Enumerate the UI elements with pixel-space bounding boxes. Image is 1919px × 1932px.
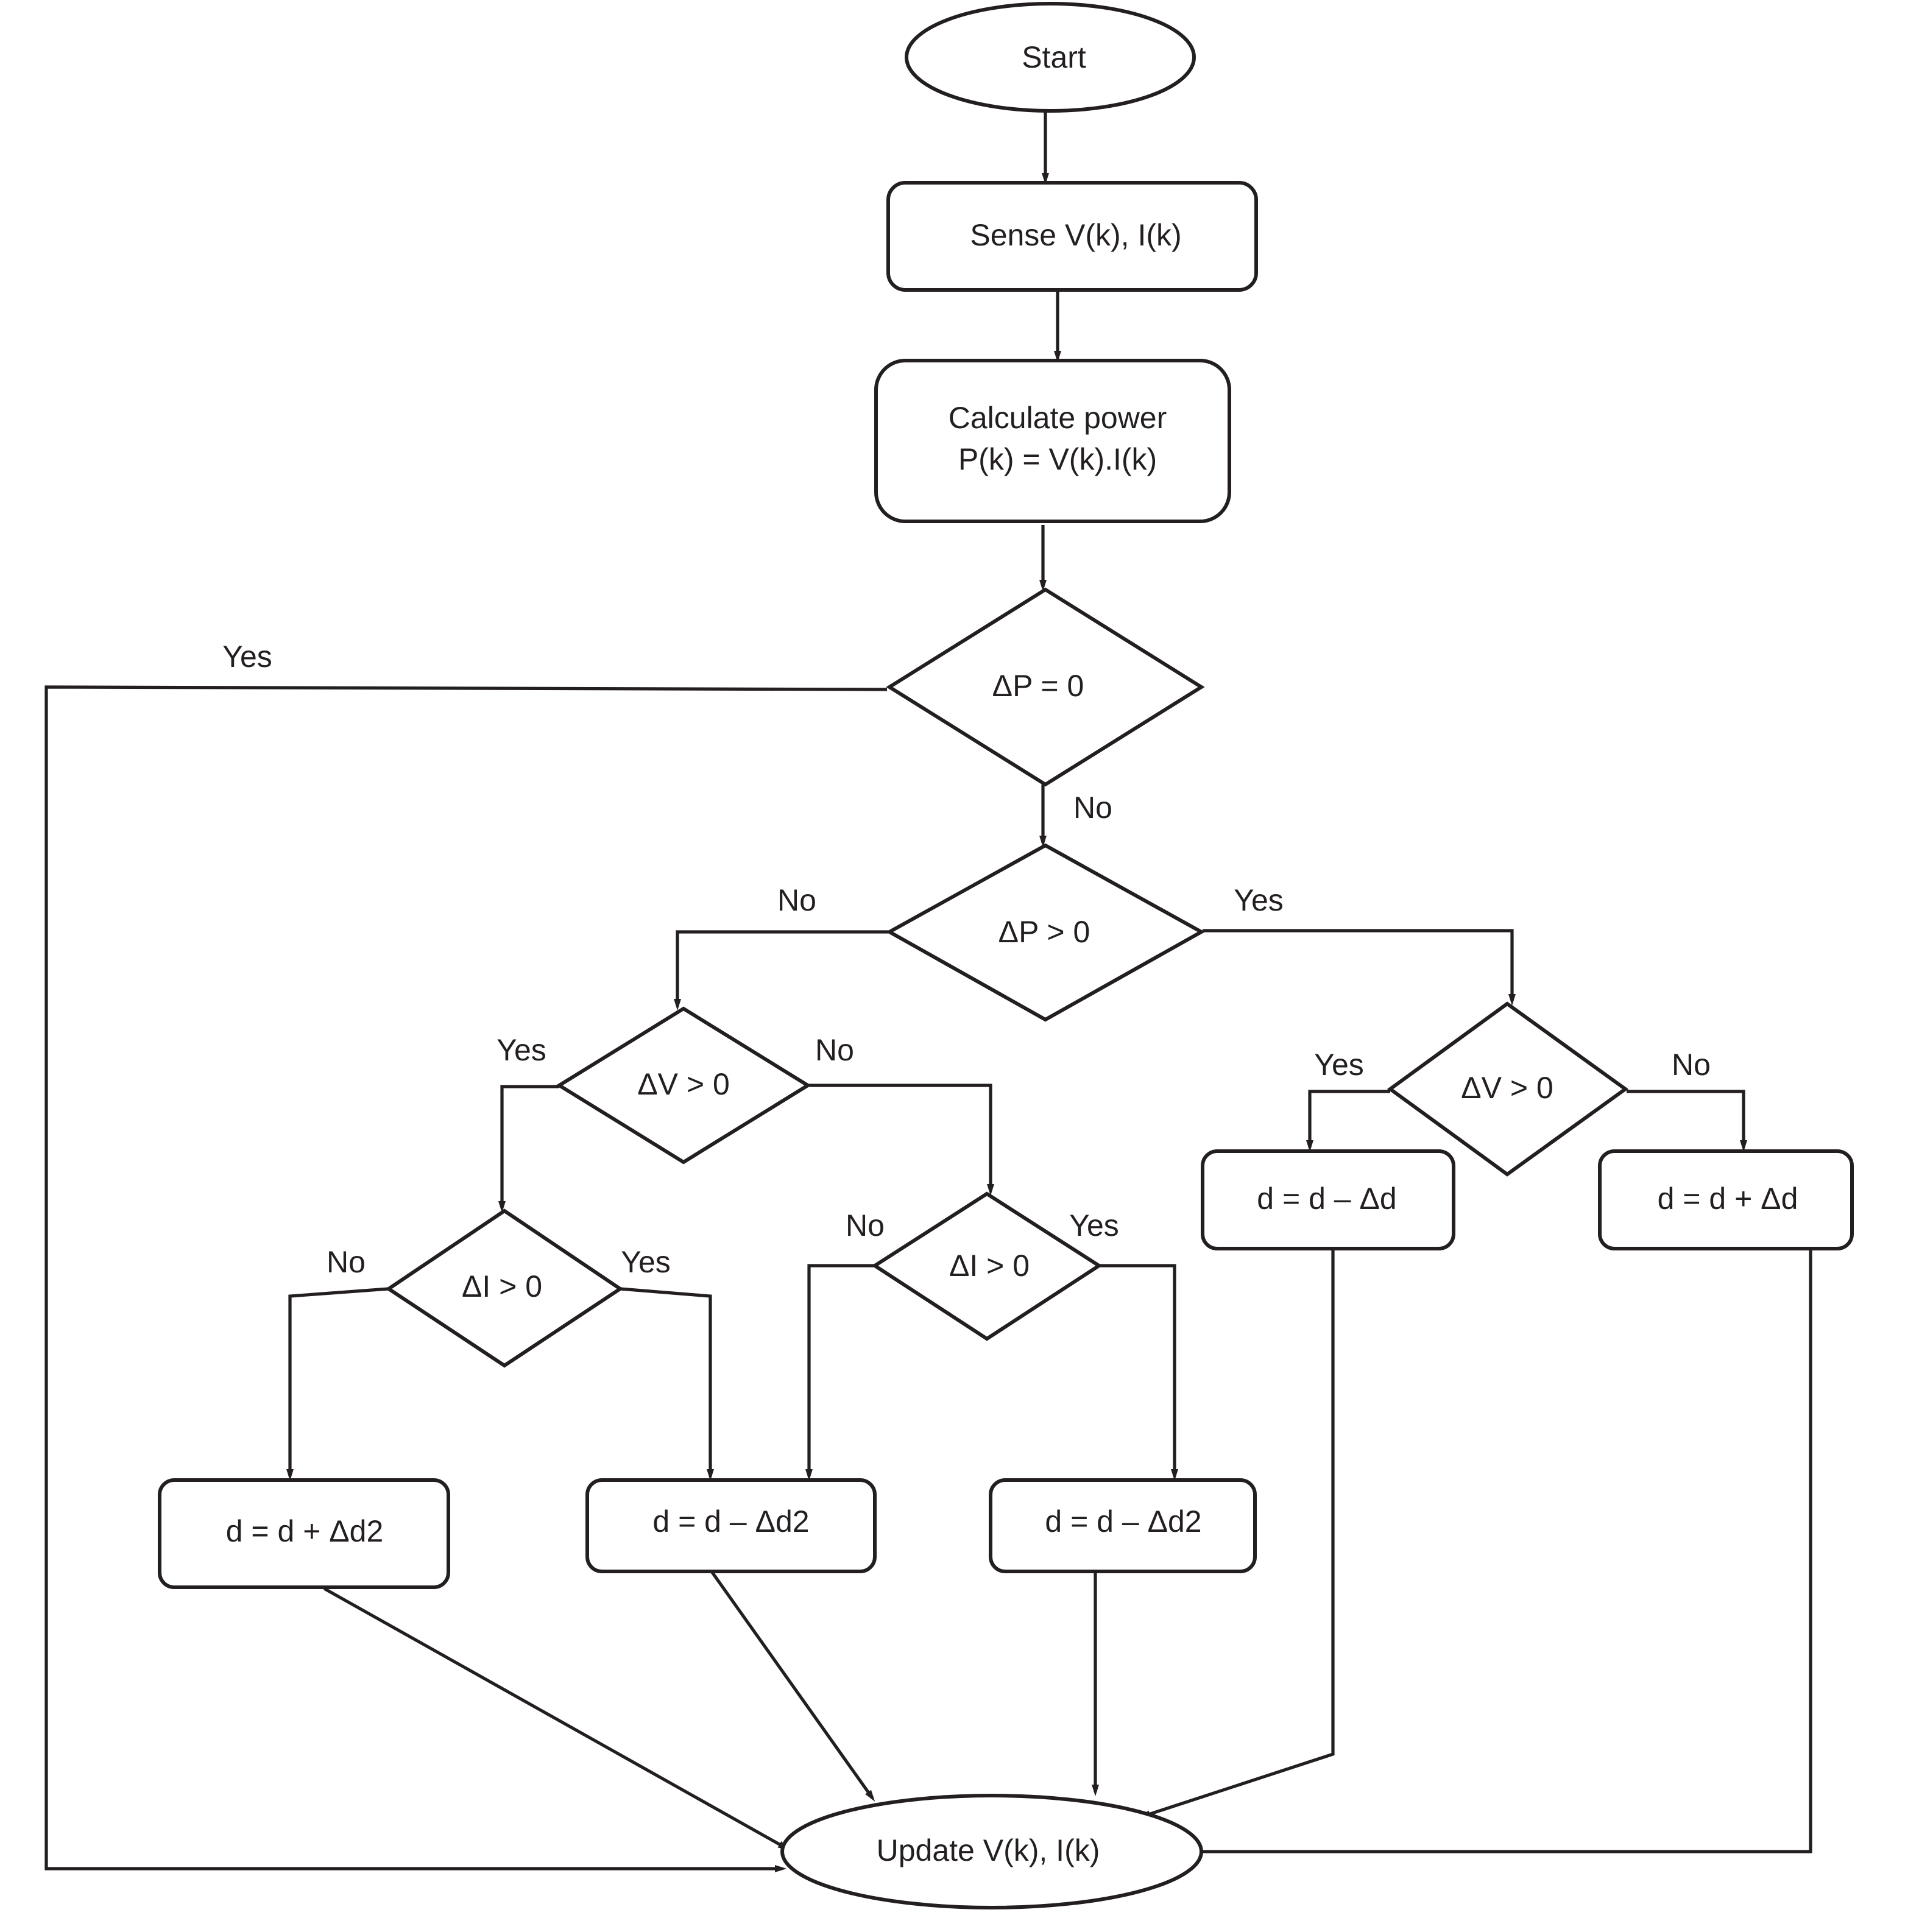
di-mid-label: ΔI > 0 xyxy=(949,1249,1030,1283)
branch-dp-zero-yes: Yes xyxy=(222,640,272,674)
dp-zero-diamond xyxy=(886,587,1205,787)
node-di-left: ΔI > 0 xyxy=(385,1208,624,1368)
node-minus-d: d = d – Δd xyxy=(1201,1149,1455,1250)
di-mid-diamond xyxy=(871,1191,1103,1341)
plus-d2-label: d = d + Δd2 xyxy=(226,1514,384,1548)
minus-d2-b-label: d = d – Δd2 xyxy=(1045,1504,1201,1539)
plus-d2-box xyxy=(158,1478,450,1589)
branch-dv-right-yes: Yes xyxy=(1314,1048,1364,1082)
edge-dppos-yes xyxy=(1203,929,1516,1006)
sense-label: Sense V(k), I(k) xyxy=(970,218,1181,252)
update-label: Update V(k), I(k) xyxy=(877,1833,1100,1867)
branch-labels: Yes No No Yes Yes No Yes No No Yes No Ye… xyxy=(222,640,1711,1279)
node-calc: Calculate power P(k) = V(k).I(k) xyxy=(874,359,1231,523)
edge-plusd2-update xyxy=(323,1587,790,1850)
edge-dppos-no xyxy=(674,930,888,1011)
connectors xyxy=(44,112,1812,1872)
dv-left-label: ΔV > 0 xyxy=(637,1067,730,1101)
branch-dv-right-no: No xyxy=(1672,1048,1711,1082)
node-dv-right: ΔV > 0 xyxy=(1387,1001,1629,1177)
node-sense: Sense V(k), I(k) xyxy=(886,181,1258,292)
edge-dimid-yes xyxy=(1099,1264,1178,1481)
di-left-diamond xyxy=(385,1208,624,1368)
edge-dvleft-yes xyxy=(498,1085,559,1213)
branch-di-left-no: No xyxy=(327,1245,366,1279)
node-dv-left: ΔV > 0 xyxy=(556,1006,811,1165)
node-di-mid: ΔI > 0 xyxy=(871,1191,1103,1341)
branch-dv-left-yes: Yes xyxy=(497,1033,546,1067)
dp-pos-label: ΔP > 0 xyxy=(998,915,1090,949)
branch-dp-pos-yes: Yes xyxy=(1234,883,1284,917)
minus-d-box xyxy=(1201,1149,1455,1250)
minus-d-label: d = d – Δd xyxy=(1257,1182,1396,1216)
branch-di-mid-no: No xyxy=(846,1208,885,1243)
branch-di-left-yes: Yes xyxy=(621,1245,671,1279)
node-dp-pos: ΔP > 0 xyxy=(885,843,1206,1022)
branch-dp-pos-no: No xyxy=(777,883,816,917)
edge-dvleft-no xyxy=(808,1084,994,1196)
calc-box xyxy=(874,359,1231,523)
branch-di-mid-yes: Yes xyxy=(1069,1208,1119,1243)
dv-left-diamond xyxy=(556,1006,811,1165)
edge-dpzero-yes-update xyxy=(44,685,888,1872)
edge-minusd2a-update xyxy=(710,1570,875,1802)
edge-dileft-no xyxy=(286,1287,389,1481)
dp-zero-label: ΔP = 0 xyxy=(992,669,1084,703)
node-start: Start xyxy=(905,2,1196,113)
edge-dimid-no xyxy=(805,1264,875,1481)
calc-label-line1: Calculate power xyxy=(949,401,1167,435)
edge-dileft-yes xyxy=(620,1287,714,1481)
edge-plusd-update xyxy=(1182,1249,1812,1855)
node-update: Update V(k), I(k) xyxy=(780,1794,1203,1909)
node-dp-zero: ΔP = 0 xyxy=(886,587,1205,787)
update-terminal xyxy=(780,1794,1203,1909)
edge-dvright-no xyxy=(1627,1090,1747,1152)
dv-right-diamond xyxy=(1387,1001,1629,1177)
node-minus-d2-b: d = d – Δd2 xyxy=(989,1478,1257,1573)
plus-d-label: d = d + Δd xyxy=(1658,1182,1798,1216)
node-plus-d2: d = d + Δd2 xyxy=(158,1478,450,1589)
edge-dvright-yes xyxy=(1306,1090,1390,1152)
dv-right-label: ΔV > 0 xyxy=(1461,1071,1553,1105)
plus-d-box xyxy=(1598,1149,1854,1250)
branch-dp-zero-no: No xyxy=(1073,791,1112,825)
sense-box xyxy=(886,181,1258,292)
minus-d2-b-box xyxy=(989,1478,1257,1573)
start-label: Start xyxy=(1022,40,1086,74)
minus-d2-a-box xyxy=(585,1478,877,1573)
di-left-label: ΔI > 0 xyxy=(462,1269,542,1303)
calc-label-line2: P(k) = V(k).I(k) xyxy=(958,442,1157,476)
start-terminal xyxy=(905,2,1196,113)
edge-minusd-update xyxy=(1139,1249,1335,1818)
minus-d2-a-label: d = d – Δd2 xyxy=(652,1504,809,1539)
node-plus-d: d = d + Δd xyxy=(1598,1149,1854,1250)
node-minus-d2-a: d = d – Δd2 xyxy=(585,1478,877,1573)
branch-dv-left-no: No xyxy=(815,1033,854,1067)
dp-pos-diamond xyxy=(885,843,1206,1022)
